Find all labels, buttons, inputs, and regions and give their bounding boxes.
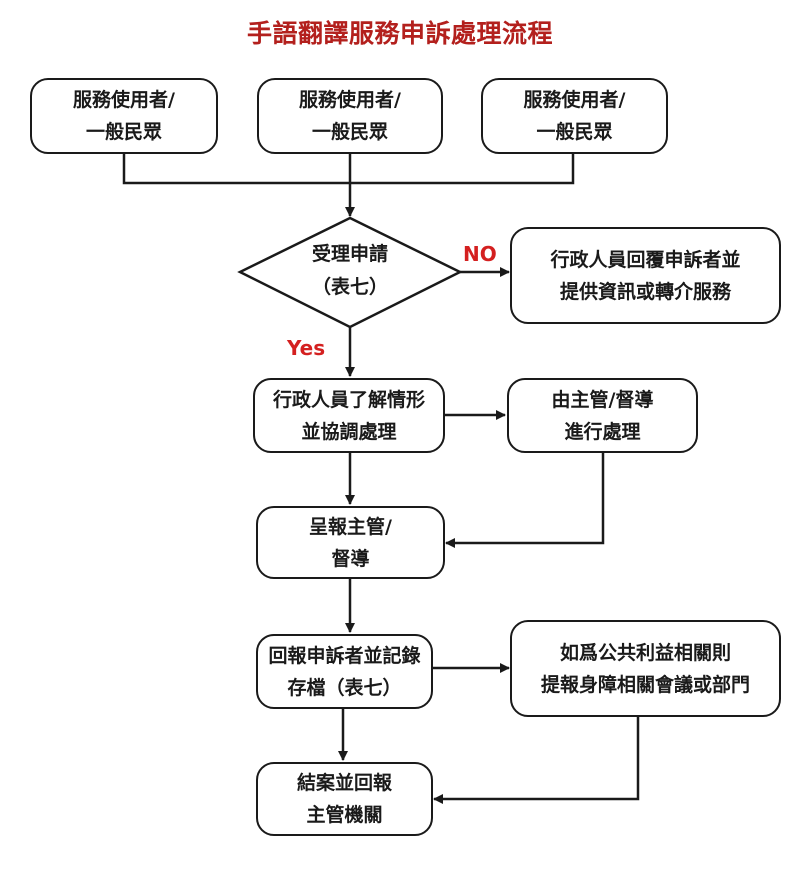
node-text: 服務使用者/ (73, 89, 175, 111)
node-text: 呈報主管/ (309, 515, 392, 538)
node-close-case: 結案並回報 主管機關 (256, 762, 433, 836)
diagram-title: 手語翻譯服務申訴處理流程 (246, 19, 553, 48)
node-text: 提供資訊或轉介服務 (559, 280, 731, 303)
node-reject-response: 行政人員回覆申訴者並 提供資訊或轉介服務 (510, 227, 781, 324)
node-text: 行政人員回覆申訴者並 (550, 248, 741, 271)
arrow-public-to-close (433, 716, 640, 804)
arrow-handle-to-report (445, 452, 605, 548)
decision-text: 受理申請 （表七） (270, 238, 430, 304)
node-text: 行政人員了解情形 (272, 388, 425, 411)
node-text: 並協調處理 (301, 420, 397, 443)
node-text: 回報申訴者並記錄 (268, 644, 421, 667)
node-text: 一般民眾 (536, 121, 613, 143)
node-user-1: 服務使用者/ 一般民眾 (30, 78, 218, 154)
connector-user1 (122, 153, 350, 185)
node-text: 提報身障相關會議或部門 (540, 673, 750, 696)
node-text: （表七） (311, 276, 388, 298)
node-text: 結案並回報 (296, 772, 392, 794)
connector-user3 (350, 153, 575, 185)
node-text: 由主管/督導 (551, 388, 654, 411)
node-public-interest: 如爲公共利益相關則 提報身障相關會議或部門 (510, 620, 781, 717)
node-text: 主管機關 (306, 804, 383, 826)
node-text: 一般民眾 (311, 121, 388, 143)
node-text: 存檔（表七） (287, 676, 402, 699)
node-text: 進行處理 (564, 420, 641, 443)
node-text: 如爲公共利益相關則 (559, 641, 731, 664)
node-admin-understand: 行政人員了解情形 並協調處理 (253, 378, 445, 453)
node-user-2: 服務使用者/ 一般民眾 (257, 78, 443, 154)
node-text: 服務使用者/ (299, 89, 401, 111)
node-record-archive: 回報申訴者並記錄 存檔（表七） (256, 634, 433, 709)
node-report-supervisor: 呈報主管/ 督導 (256, 506, 445, 579)
node-supervisor-handle: 由主管/督導 進行處理 (507, 378, 698, 453)
branch-label-no: NO (463, 242, 497, 266)
branch-label-yes: Yes (287, 336, 326, 360)
node-text: 一般民眾 (85, 121, 162, 143)
node-text: 督導 (331, 547, 370, 570)
node-text: 服務使用者/ (523, 89, 626, 111)
node-text: 受理申請 (311, 243, 388, 265)
node-user-3: 服務使用者/ 一般民眾 (481, 78, 668, 154)
